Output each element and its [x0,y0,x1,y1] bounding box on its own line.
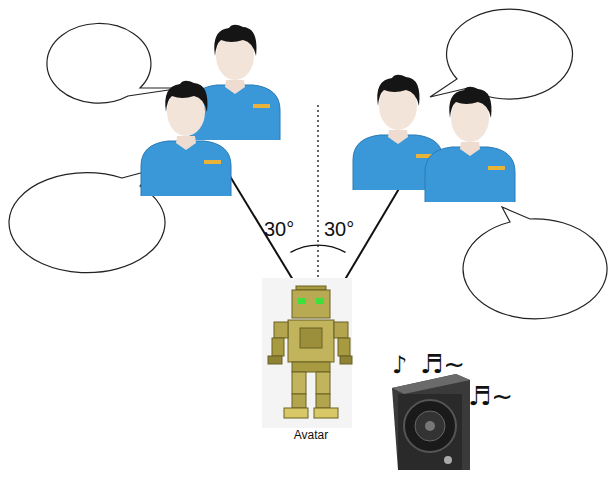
speech-bubble [463,207,607,319]
music-note: ♬~ [468,382,513,412]
speech-bubble [430,9,573,99]
robot-avatar [262,278,352,428]
angle-label: 30° [264,218,294,241]
person-icon [190,25,280,140]
angle-arc [291,245,346,252]
music-note: ♪ [392,352,407,380]
center-line [317,105,319,290]
speech-bubble [47,23,182,103]
person-icon [141,81,231,196]
music-note: ♬~ [420,350,465,380]
avatar-label: Avatar [294,429,328,443]
angle-label: 30° [324,218,354,241]
speaker-icon [392,374,470,470]
person-icon [425,87,515,202]
